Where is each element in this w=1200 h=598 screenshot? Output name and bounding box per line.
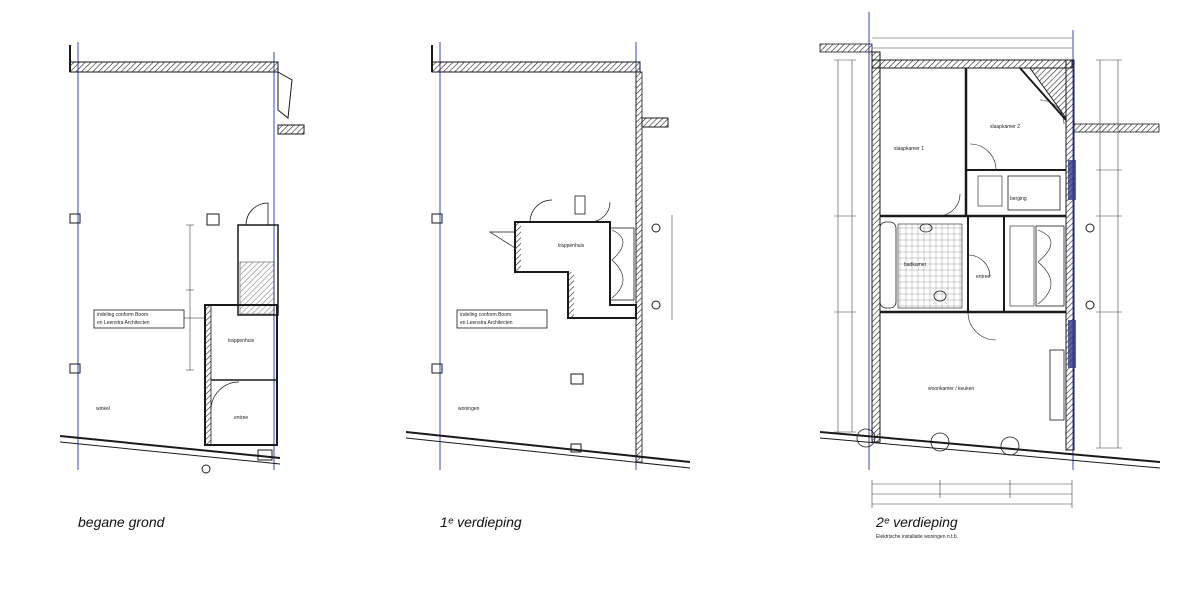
ground-room-entree: entree [234,415,249,421]
ground-floor-caption: begane grond [78,514,165,530]
ground-room-winkel: winkel [96,406,110,412]
second-room-badkamer: badkamer [904,262,927,268]
ground-room-trappenhuis: trappenhuis [228,338,255,344]
second-room-woonkamer: woonkamer / keuken [928,386,975,392]
second-room-slaapkamer1: slaapkamer 1 [894,146,925,152]
wall [69,61,279,73]
first-room-woningen: woningen [458,406,480,412]
first-floor-caption: 1ᵉ verdieping [440,514,522,530]
first-note-line2: en Leenstra Architecten [460,320,513,326]
ground-note-line2: en Leenstra Architecten [97,320,150,326]
second-room-slaapkamer2: slaapkamer 2 [990,124,1021,130]
second-floor-caption: 2ᵉ verdieping [876,514,958,530]
first-note-line1: indeling conform Boom [460,312,512,318]
second-room-entree: entree [976,274,991,280]
second-room-berging: berging [1010,196,1027,202]
ground-note-line1: indeling conform Boom [97,312,149,318]
first-floor-plan [405,42,691,470]
first-room-trappenhuis: trappenhuis [558,243,585,249]
second-floor-plan [819,12,1161,508]
ground-floor-plan [59,42,305,474]
second-floor-subcaption: Elektrische installatie woningen n.t.b. [876,534,958,540]
